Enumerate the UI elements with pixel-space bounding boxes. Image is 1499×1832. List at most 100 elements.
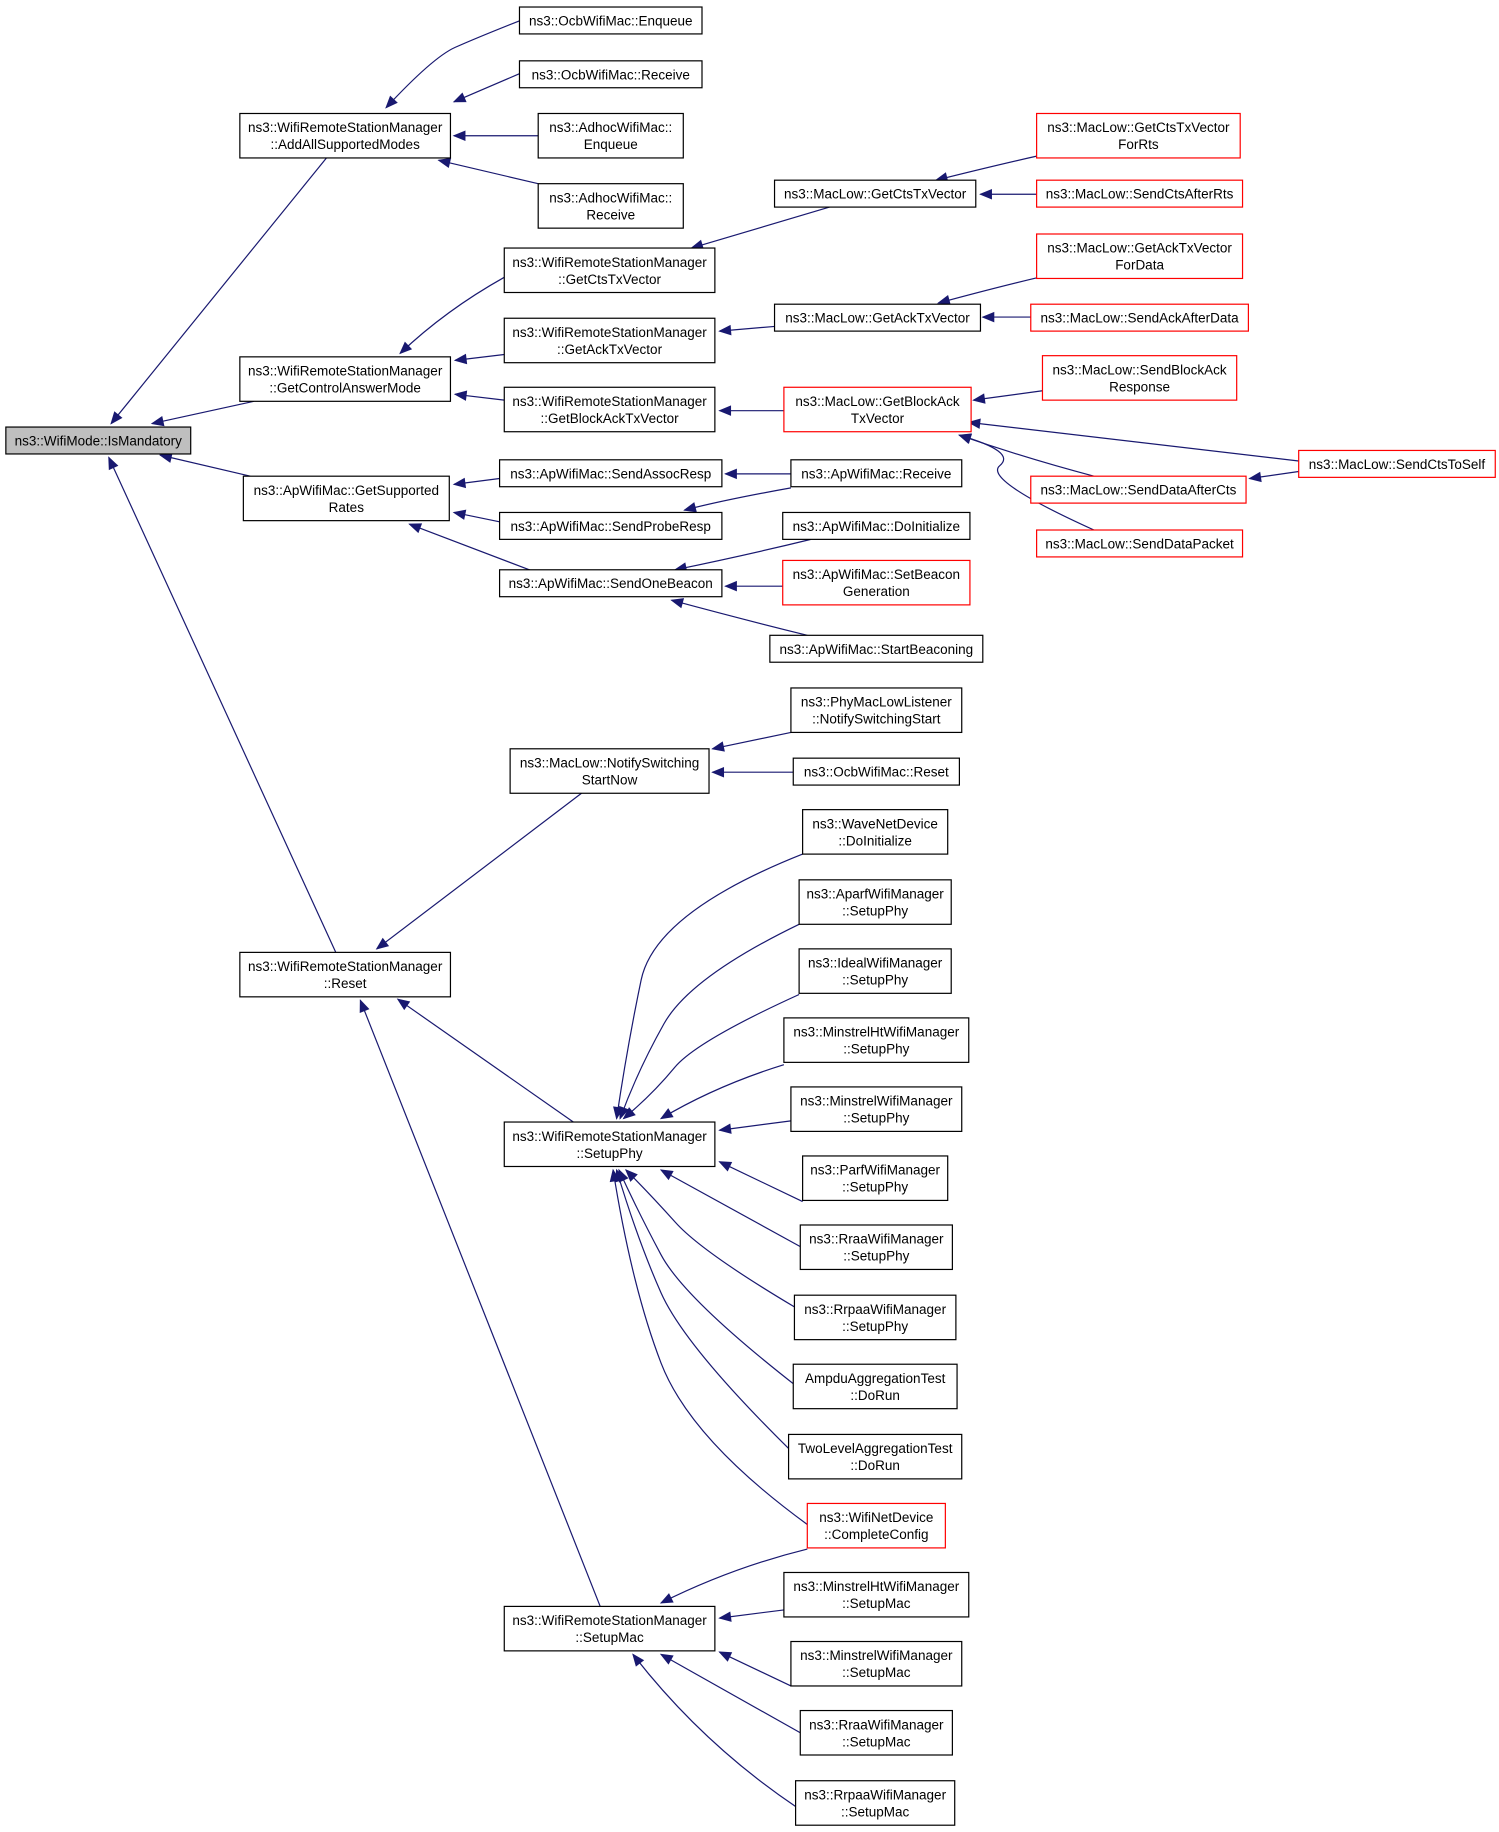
graph-node-n5[interactable]: ns3::AdhocWifiMac::Receive bbox=[537, 183, 684, 229]
node-box[interactable] bbox=[773, 303, 982, 332]
node-box[interactable] bbox=[503, 1605, 716, 1652]
node-box[interactable] bbox=[1030, 303, 1249, 332]
node-box[interactable] bbox=[790, 687, 963, 734]
node-box[interactable] bbox=[1298, 449, 1496, 478]
node-box[interactable] bbox=[793, 1294, 957, 1341]
graph-node-n22[interactable]: ns3::ApWifiMac::SendAssocResp bbox=[498, 459, 723, 488]
node-box[interactable] bbox=[239, 112, 452, 159]
node-box[interactable] bbox=[806, 1502, 946, 1549]
graph-node-n19[interactable]: ns3::MacLow::SendDataAfterCts bbox=[1030, 475, 1247, 504]
node-box[interactable] bbox=[787, 1433, 963, 1480]
graph-node-n11[interactable]: ns3::WifiRemoteStationManager::GetAckTxV… bbox=[503, 317, 716, 364]
node-box[interactable] bbox=[503, 247, 716, 294]
node-box[interactable] bbox=[773, 179, 977, 208]
node-box[interactable] bbox=[5, 426, 192, 455]
node-box[interactable] bbox=[509, 748, 710, 794]
node-box[interactable] bbox=[1041, 355, 1238, 401]
graph-node-n1[interactable]: ns3::WifiRemoteStationManager::AddAllSup… bbox=[239, 112, 452, 159]
node-box[interactable] bbox=[518, 6, 703, 35]
node-box[interactable] bbox=[503, 317, 716, 364]
graph-node-n26[interactable]: ns3::ApWifiMac::DoInitialize bbox=[782, 511, 971, 540]
node-box[interactable] bbox=[794, 1780, 956, 1826]
graph-node-n23[interactable]: ns3::ApWifiMac::Receive bbox=[790, 459, 963, 488]
node-box[interactable] bbox=[783, 1571, 970, 1618]
graph-node-n34[interactable]: ns3::WaveNetDevice::DoInitialize bbox=[802, 809, 949, 855]
node-box[interactable] bbox=[769, 634, 984, 663]
node-box[interactable] bbox=[790, 1086, 963, 1132]
node-box[interactable] bbox=[1030, 475, 1247, 504]
node-box[interactable] bbox=[537, 112, 684, 159]
node-box[interactable] bbox=[1036, 112, 1241, 159]
graph-node-n38[interactable]: ns3::MinstrelWifiManager::SetupPhy bbox=[790, 1086, 963, 1132]
node-box[interactable] bbox=[790, 1640, 963, 1687]
graph-node-n10[interactable]: ns3::MacLow::SendCtsAfterRts bbox=[1036, 179, 1244, 208]
graph-node-n37[interactable]: ns3::MinstrelHtWifiManager::SetupPhy bbox=[783, 1017, 970, 1063]
node-box[interactable] bbox=[799, 1224, 953, 1271]
graph-node-n6[interactable]: ns3::WifiRemoteStationManager::GetContro… bbox=[239, 356, 452, 402]
node-box[interactable] bbox=[802, 1155, 949, 1202]
graph-node-n44[interactable]: ns3::WifiNetDevice::CompleteConfig bbox=[806, 1502, 946, 1549]
graph-node-n0[interactable]: ns3::WifiMode::IsMandatory bbox=[5, 426, 192, 455]
graph-node-n40[interactable]: ns3::RraaWifiManager::SetupPhy bbox=[799, 1224, 953, 1271]
node-box[interactable] bbox=[783, 386, 972, 433]
node-box[interactable] bbox=[518, 60, 703, 89]
graph-node-n33[interactable]: ns3::WifiRemoteStationManager::SetupPhy bbox=[503, 1121, 716, 1168]
node-box[interactable] bbox=[498, 511, 723, 540]
graph-node-n32[interactable]: ns3::OcbWifiMac::Reset bbox=[792, 757, 961, 786]
graph-node-n43[interactable]: TwoLevelAggregationTest::DoRun bbox=[787, 1433, 963, 1480]
node-box[interactable] bbox=[239, 356, 452, 402]
graph-node-n15[interactable]: ns3::WifiRemoteStationManager::GetBlockA… bbox=[503, 386, 716, 433]
graph-node-n25[interactable]: ns3::ApWifiMac::SendOneBeacon bbox=[498, 569, 723, 598]
node-box[interactable] bbox=[1036, 179, 1244, 208]
graph-node-n2[interactable]: ns3::OcbWifiMac::Enqueue bbox=[518, 6, 703, 35]
graph-node-n3[interactable]: ns3::OcbWifiMac::Receive bbox=[518, 60, 703, 89]
node-box[interactable] bbox=[798, 879, 952, 925]
node-box[interactable] bbox=[1036, 233, 1244, 280]
graph-node-n4[interactable]: ns3::AdhocWifiMac::Enqueue bbox=[537, 112, 684, 159]
node-box[interactable] bbox=[792, 757, 961, 786]
graph-node-n47[interactable]: ns3::MinstrelWifiManager::SetupMac bbox=[790, 1640, 963, 1687]
graph-node-n49[interactable]: ns3::RrpaaWifiManager::SetupMac bbox=[794, 1780, 956, 1826]
node-box[interactable] bbox=[498, 569, 723, 598]
graph-node-n7[interactable]: ns3::WifiRemoteStationManager::GetCtsTxV… bbox=[503, 247, 716, 294]
graph-node-n20[interactable]: ns3::MacLow::SendDataPacket bbox=[1036, 529, 1244, 558]
node-box[interactable] bbox=[802, 809, 949, 855]
node-box[interactable] bbox=[239, 951, 452, 998]
graph-node-n31[interactable]: ns3::PhyMacLowListener::NotifySwitchingS… bbox=[790, 687, 963, 734]
graph-node-n16[interactable]: ns3::MacLow::GetBlockAckTxVector bbox=[783, 386, 972, 433]
node-box[interactable] bbox=[498, 459, 723, 488]
node-box[interactable] bbox=[503, 1121, 716, 1168]
node-box[interactable] bbox=[782, 559, 971, 606]
node-box[interactable] bbox=[783, 1017, 970, 1063]
node-box[interactable] bbox=[790, 459, 963, 488]
graph-node-n35[interactable]: ns3::AparfWifiManager::SetupPhy bbox=[798, 879, 952, 925]
node-box[interactable] bbox=[1036, 529, 1244, 558]
node-box[interactable] bbox=[503, 386, 716, 433]
graph-node-n18[interactable]: ns3::MacLow::SendCtsToSelf bbox=[1298, 449, 1496, 478]
graph-node-n36[interactable]: ns3::IdealWifiManager::SetupPhy bbox=[798, 948, 952, 994]
node-box[interactable] bbox=[799, 1709, 953, 1756]
node-box[interactable] bbox=[537, 183, 684, 229]
graph-node-n28[interactable]: ns3::ApWifiMac::StartBeaconing bbox=[769, 634, 984, 663]
graph-node-n46[interactable]: ns3::MinstrelHtWifiManager::SetupMac bbox=[783, 1571, 970, 1618]
graph-node-n41[interactable]: ns3::RrpaaWifiManager::SetupPhy bbox=[793, 1294, 957, 1341]
node-box[interactable] bbox=[798, 948, 952, 994]
graph-node-n39[interactable]: ns3::ParfWifiManager::SetupPhy bbox=[802, 1155, 949, 1202]
node-box[interactable] bbox=[792, 1363, 958, 1410]
graph-node-n48[interactable]: ns3::RraaWifiManager::SetupMac bbox=[799, 1709, 953, 1756]
graph-node-n12[interactable]: ns3::MacLow::GetAckTxVector bbox=[773, 303, 982, 332]
node-box[interactable] bbox=[242, 475, 450, 522]
graph-node-n8[interactable]: ns3::MacLow::GetCtsTxVector bbox=[773, 179, 977, 208]
graph-node-n42[interactable]: AmpduAggregationTest::DoRun bbox=[792, 1363, 958, 1410]
graph-node-n14[interactable]: ns3::MacLow::SendAckAfterData bbox=[1030, 303, 1249, 332]
graph-node-n29[interactable]: ns3::WifiRemoteStationManager::Reset bbox=[239, 951, 452, 998]
node-box[interactable] bbox=[782, 511, 971, 540]
graph-node-n24[interactable]: ns3::ApWifiMac::SendProbeResp bbox=[498, 511, 723, 540]
graph-node-n45[interactable]: ns3::WifiRemoteStationManager::SetupMac bbox=[503, 1605, 716, 1652]
